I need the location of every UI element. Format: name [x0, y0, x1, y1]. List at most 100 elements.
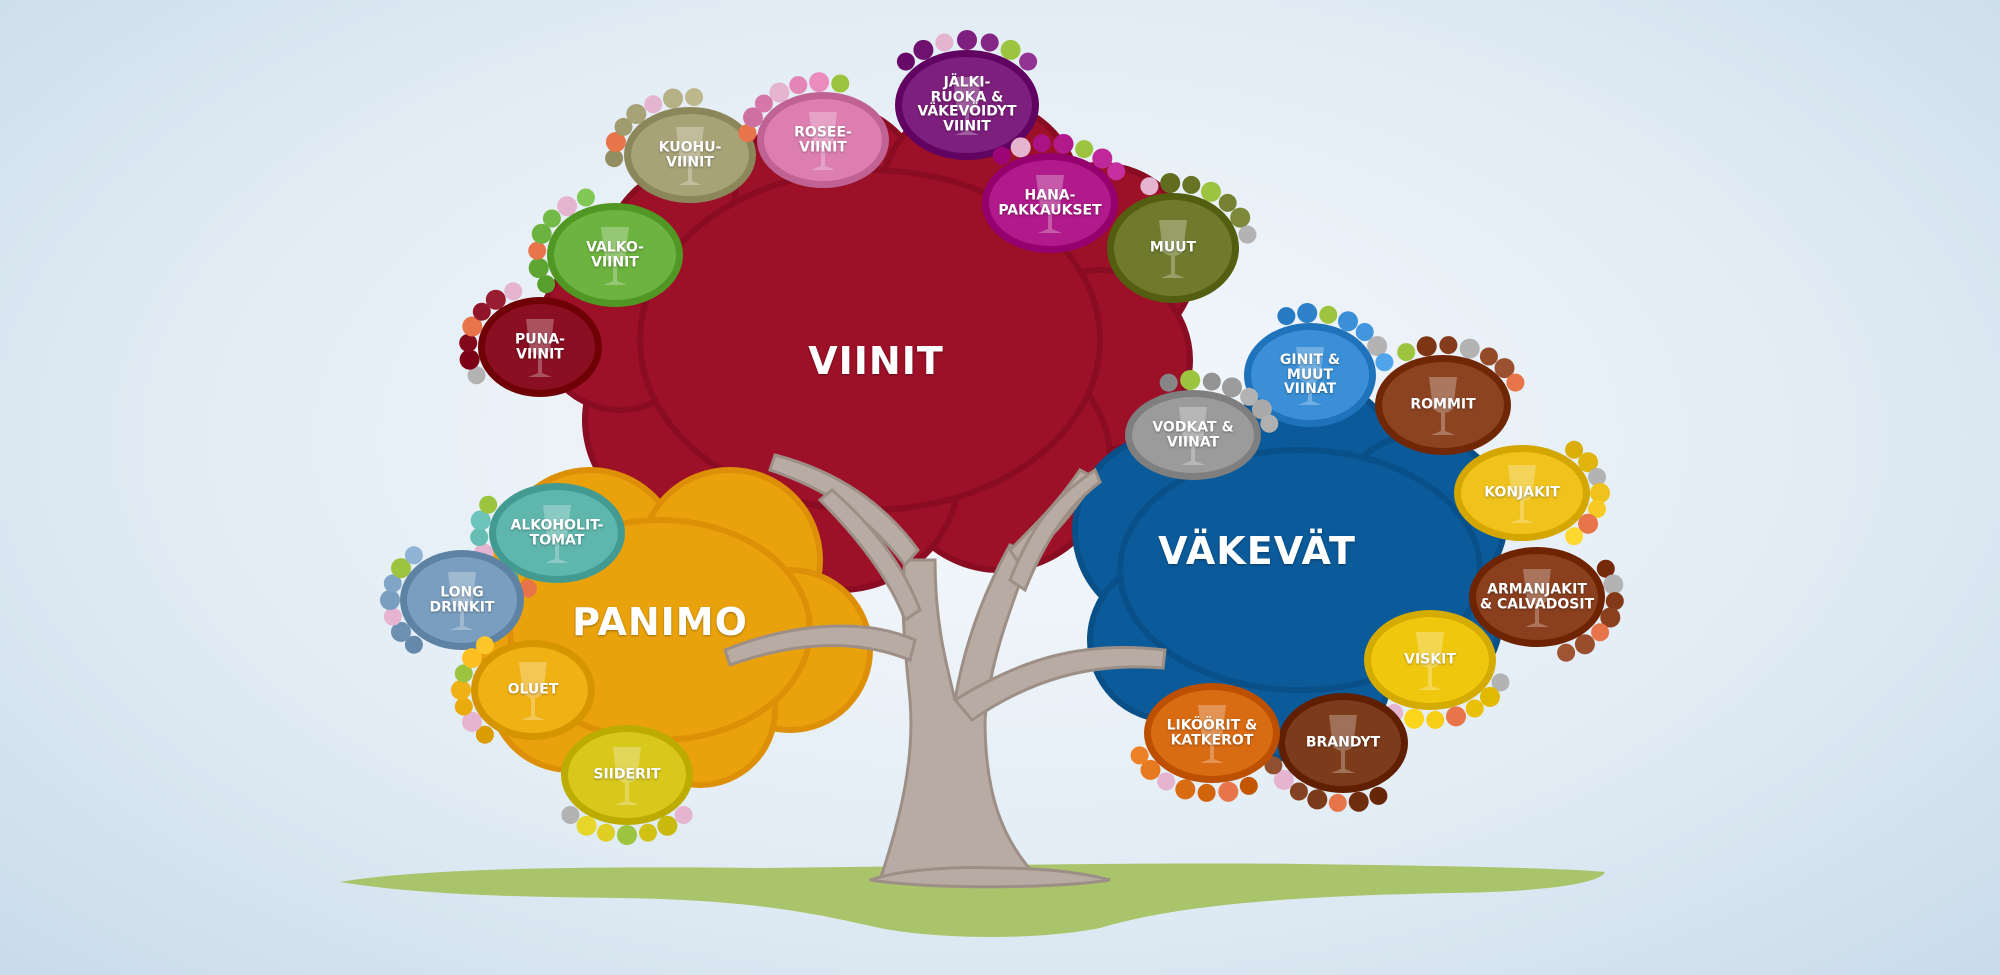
decor-dot	[1480, 687, 1500, 707]
decor-dot	[1131, 746, 1149, 764]
decor-dot	[993, 147, 1011, 165]
decor-dot	[1319, 306, 1337, 324]
decor-dot	[1565, 527, 1583, 545]
decor-dot	[1417, 336, 1437, 356]
decor-dot	[1201, 182, 1221, 202]
decor-dot	[1054, 134, 1074, 154]
decor-dot	[1092, 149, 1112, 169]
decor-dot	[476, 636, 494, 654]
decor-dot	[1107, 162, 1125, 180]
decor-dot	[1160, 374, 1178, 392]
decor-dot	[1590, 483, 1610, 503]
decor-dot	[486, 290, 506, 310]
decor-dot	[831, 75, 849, 93]
decor-dot	[957, 30, 977, 50]
decor-dot	[384, 608, 402, 626]
decor-dot	[451, 680, 471, 700]
decor-dot	[528, 242, 546, 260]
decor-dot	[981, 34, 999, 52]
decor-dot	[459, 334, 477, 352]
decor-dot	[1446, 706, 1466, 726]
decor-dot	[1307, 789, 1327, 809]
decor-dot	[1033, 134, 1051, 152]
decor-dot	[1160, 173, 1180, 193]
decor-dot	[1506, 374, 1524, 392]
decor-dot	[577, 816, 597, 836]
decor-dot	[1588, 468, 1606, 486]
decor-dot	[1606, 592, 1624, 610]
decor-dot	[1180, 370, 1200, 390]
decor-dot	[769, 83, 789, 103]
decor-dot	[561, 806, 579, 824]
decor-dot	[1557, 644, 1575, 662]
decor-dot	[1369, 787, 1387, 805]
decor-dot	[755, 95, 773, 113]
decor-dot	[1019, 53, 1037, 71]
decor-dot	[1480, 348, 1498, 366]
decor-dot	[809, 72, 829, 92]
decor-dot	[1157, 773, 1175, 791]
decor-dot	[897, 53, 915, 71]
decor-dot	[460, 350, 480, 370]
decor-dot	[1297, 303, 1317, 323]
decor-dot	[1367, 336, 1387, 356]
decor-dot	[1338, 311, 1358, 331]
decor-dot	[1426, 711, 1444, 729]
decor-dot	[1603, 574, 1623, 594]
decor-dot	[1175, 779, 1195, 799]
decor-dot	[504, 282, 522, 300]
decor-dot	[617, 825, 637, 845]
decor-dot	[1230, 208, 1250, 228]
decor-dot	[557, 196, 577, 216]
decor-dot	[470, 528, 488, 546]
decor-dot	[685, 88, 703, 106]
decor-dot	[1460, 339, 1480, 359]
decor-dot	[1238, 226, 1256, 244]
decor-dot	[1140, 177, 1158, 195]
decor-dot	[1290, 783, 1308, 801]
decor-dot	[1218, 782, 1238, 802]
decor-dot	[1182, 176, 1200, 194]
decor-dot	[1397, 343, 1415, 361]
decor-dot	[1219, 194, 1237, 212]
decor-dot	[644, 95, 662, 113]
decor-dot	[675, 806, 693, 824]
category-longdrinkit[interactable]	[380, 546, 524, 653]
decor-dot	[1277, 307, 1295, 325]
decor-dot	[1011, 137, 1031, 157]
decor-dot	[1466, 700, 1484, 718]
decor-dot	[605, 149, 623, 167]
decor-dot	[639, 824, 657, 842]
category-siiderit[interactable]	[561, 725, 693, 845]
decor-dot	[577, 189, 595, 207]
decor-dot	[1222, 377, 1242, 397]
decor-dot	[1001, 40, 1021, 60]
category-oluet[interactable]	[451, 636, 595, 743]
decor-dot	[1591, 623, 1609, 641]
decor-dot	[1329, 794, 1347, 812]
decor-dot	[663, 89, 683, 109]
decor-dot	[1075, 140, 1093, 158]
decor-dot	[1575, 634, 1595, 654]
decor-dot	[1198, 784, 1216, 802]
decor-dot	[626, 104, 646, 124]
decor-dot	[597, 824, 615, 842]
decor-dot	[405, 546, 423, 564]
decor-dot	[1203, 373, 1221, 391]
decor-dot	[455, 698, 473, 716]
decor-dot	[1260, 415, 1278, 433]
decor-dot	[1375, 353, 1393, 371]
decor-dot	[1439, 336, 1457, 354]
category-kuohuviinit[interactable]	[605, 88, 756, 203]
decor-dot	[380, 590, 400, 610]
decor-dot	[657, 816, 677, 836]
category-rommit[interactable]	[1375, 336, 1524, 455]
decor-dot	[1404, 709, 1424, 729]
decor-dot	[1349, 792, 1369, 812]
decor-dot	[935, 34, 953, 52]
decor-dot	[479, 496, 497, 514]
decor-dot	[913, 40, 933, 60]
decor-dot	[789, 76, 807, 94]
